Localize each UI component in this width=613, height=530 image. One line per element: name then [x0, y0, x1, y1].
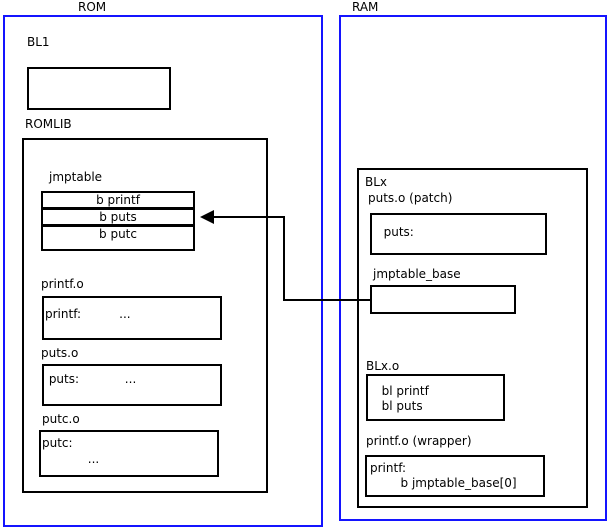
romlib-putc-o-label: putc.o	[42, 412, 80, 426]
jmptable-entry-0: b printf	[41, 191, 195, 209]
jmptable-label: jmptable	[49, 170, 103, 184]
jmptable-entry-2: b putc	[41, 225, 195, 251]
jmptable-base-box	[370, 285, 516, 314]
blx-puts-o-patch-text: puts:	[376, 225, 414, 239]
bl1-label: BL1	[27, 35, 50, 49]
blx-printf-o-wrapper-box: printf: b jmptable_base[0]	[365, 455, 545, 497]
romlib-printf-o-box: printf: ...	[42, 296, 222, 340]
ram-region-label: RAM	[352, 0, 379, 14]
bl1-box	[27, 67, 171, 110]
romlib-putc-o-text-1: putc:	[42, 436, 73, 450]
blx-o-box: bl printf bl puts	[366, 374, 505, 421]
blx-printf-o-wrapper-label: printf.o (wrapper)	[366, 434, 472, 448]
connector-arrowhead-icon	[200, 210, 214, 224]
connector-segment-top	[212, 216, 285, 218]
romlib-putc-o-box: putc: ...	[39, 430, 219, 477]
rom-region-label: ROM	[78, 0, 107, 14]
jmptable-base-label: jmptable_base	[373, 267, 461, 281]
jmptable-entry-1: b puts	[41, 208, 195, 226]
romlib-puts-o-box: puts: ...	[42, 364, 222, 406]
blx-puts-o-patch-box: puts:	[370, 213, 547, 255]
blx-printf-o-wrapper-text-1: printf:	[370, 461, 407, 475]
romlib-printf-o-text: printf: ...	[45, 307, 131, 321]
romlib-label: ROMLIB	[25, 117, 72, 131]
blx-o-label: BLx.o	[366, 359, 400, 373]
ram-region	[339, 15, 607, 521]
romlib-puts-o-label: puts.o	[41, 346, 79, 360]
blx-printf-o-wrapper-text-2: b jmptable_base[0]	[370, 476, 517, 490]
blx-puts-o-patch-label: puts.o (patch)	[368, 191, 453, 205]
blx-o-text-2: bl puts	[374, 399, 423, 413]
romlib-puts-o-text: puts: ...	[45, 372, 137, 386]
blx-label: BLx	[365, 175, 388, 189]
connector-segment-vertical	[283, 216, 285, 301]
blx-o-text-1: bl printf	[374, 384, 429, 398]
romlib-printf-o-label: printf.o	[41, 277, 84, 291]
romlib-putc-o-text-2: ...	[42, 452, 100, 466]
connector-segment-bottom	[283, 299, 371, 301]
rom-region	[3, 15, 323, 527]
